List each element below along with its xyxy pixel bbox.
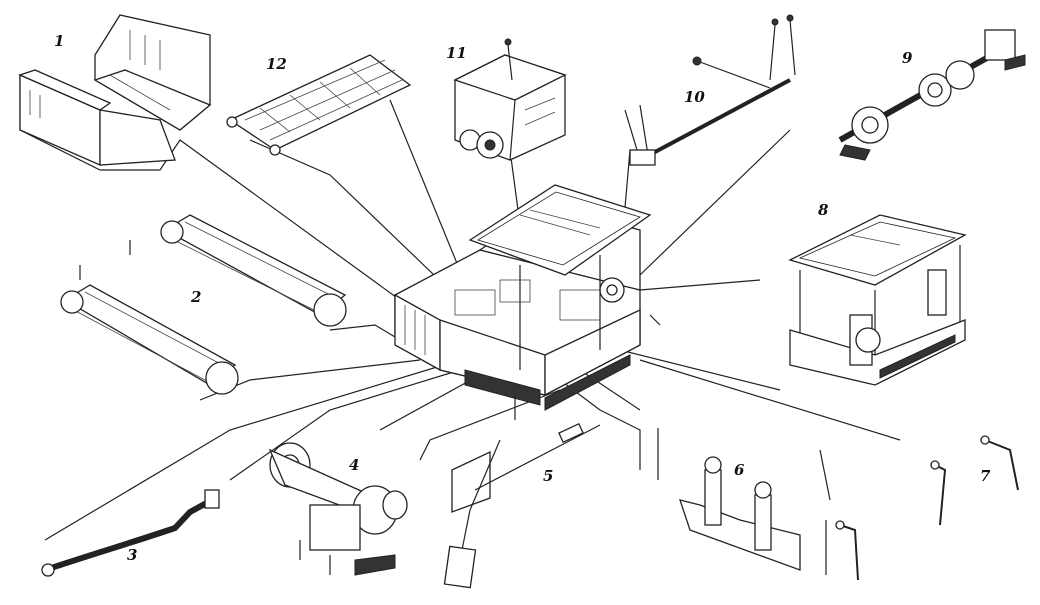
part-12-conveyor-chain [226,54,412,156]
part-4-belt-drive [268,442,408,576]
label-part-7: 7 [980,467,991,485]
label-part-6: 6 [734,461,745,479]
part-7-linkage-rods [835,435,1019,581]
label-part-11: 11 [446,44,467,62]
leader-lines [19,75,901,541]
part-5-control-lever [443,422,601,589]
label-part-8: 8 [818,201,829,219]
part-6-hydraulic-cylinders [657,428,827,575]
label-part-4: 4 [349,456,359,474]
label-part-10: 10 [684,88,705,106]
label-part-2: 2 [190,288,201,306]
label-part-12: 12 [266,55,287,73]
part-1-body-panels [18,14,212,166]
part-8-cabin [788,214,967,386]
part-number-labels: 1 2 3 4 5 6 7 8 9 10 11 12 [54,32,991,564]
part-3-drive-axle [41,489,220,577]
part-10-control-shaft [624,14,796,166]
label-part-9: 9 [902,49,913,67]
label-part-3: 3 [127,546,137,564]
central-machine-assembly [394,184,661,420]
part-2-crawler-tracks [60,214,347,395]
part-11-gearbox [453,38,567,161]
part-9-sprocket-shaft [838,29,1026,161]
label-part-5: 5 [543,467,553,485]
label-part-1: 1 [54,32,64,50]
